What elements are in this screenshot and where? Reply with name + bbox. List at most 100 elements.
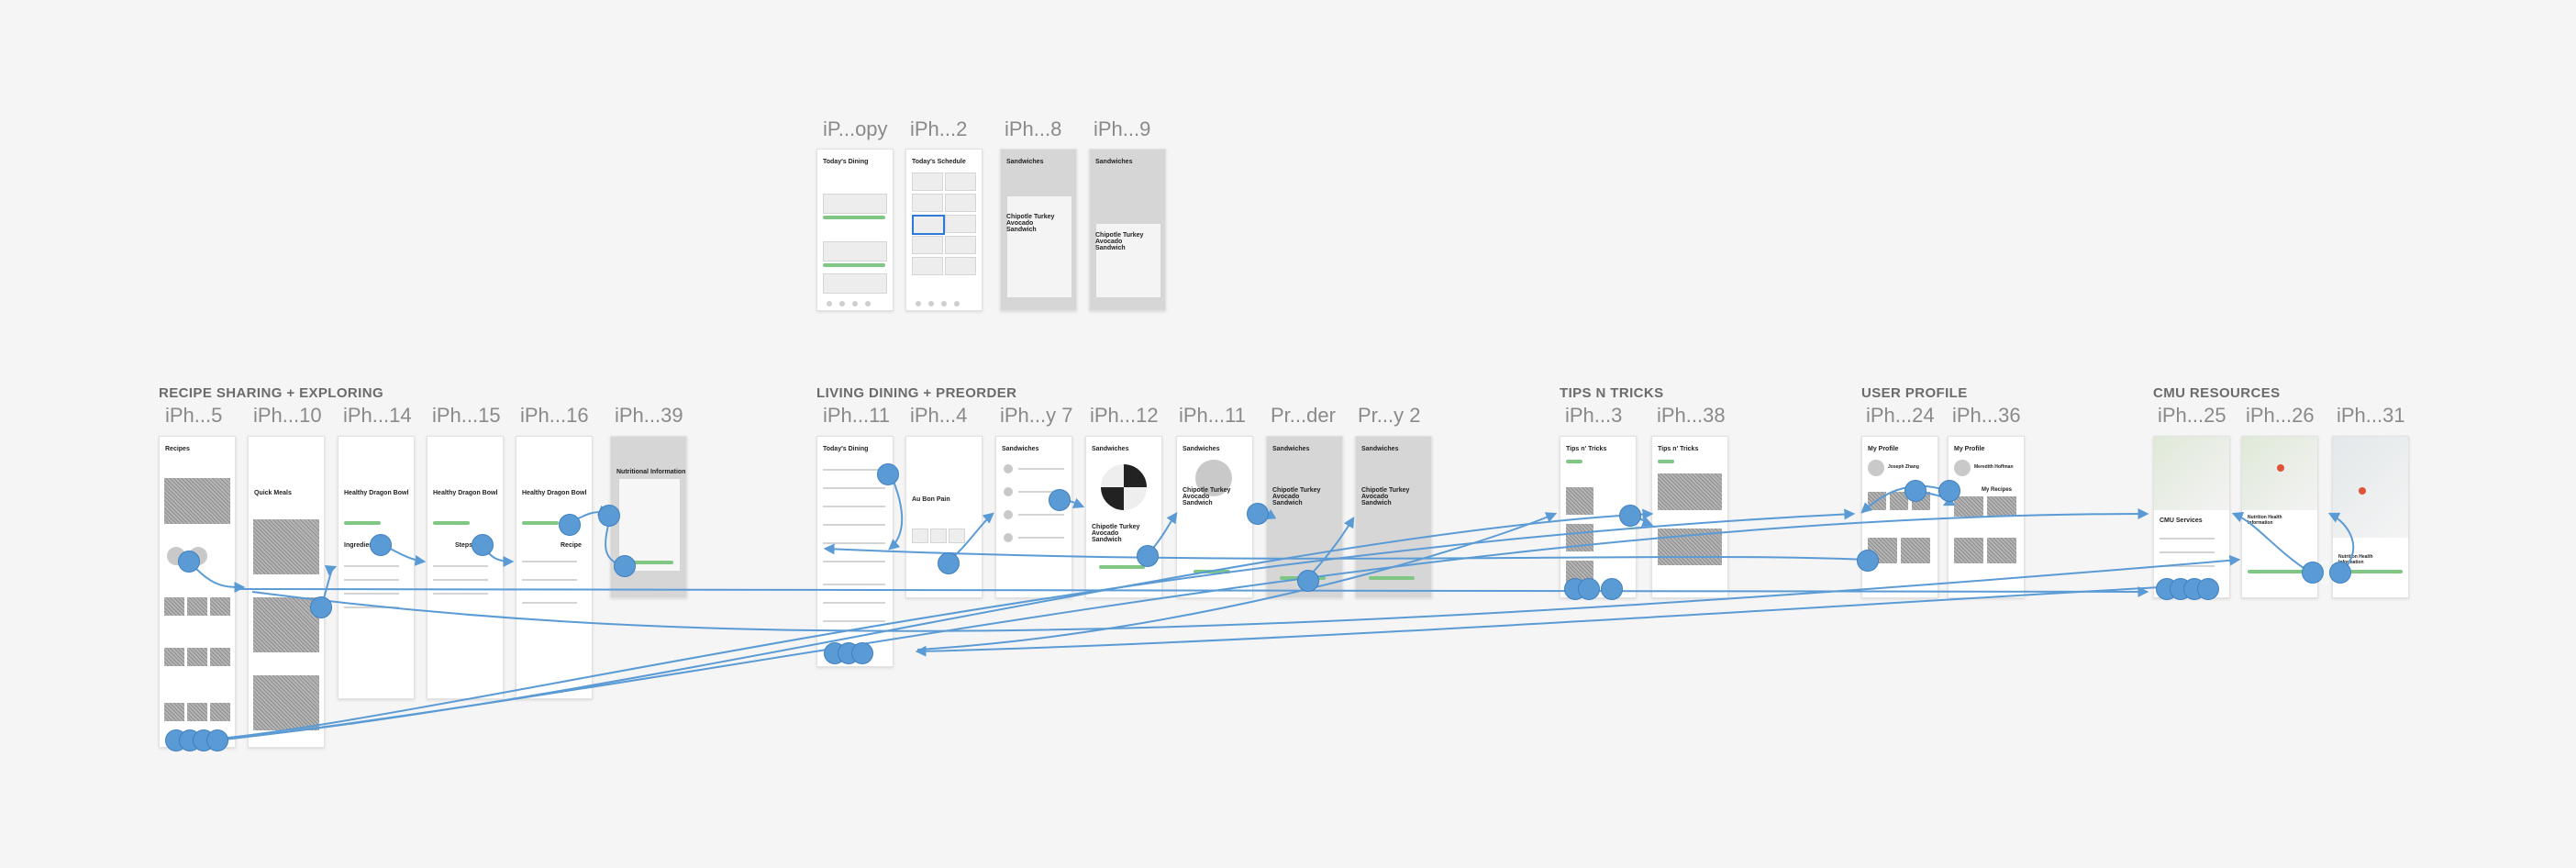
- phone-frame[interactable]: Sandwiches Chipotle Turkey Avocado Sandw…: [1355, 436, 1432, 598]
- tab-label[interactable]: Recipe: [561, 542, 582, 549]
- frame-label: Pr...der: [1271, 404, 1336, 427]
- map-view[interactable]: [2154, 437, 2229, 510]
- frame-label: iPh...8: [1005, 117, 1062, 140]
- item-title: Chipotle Turkey Avocado Sandwich: [1092, 524, 1140, 543]
- frame-label: iPh...5: [165, 404, 223, 427]
- screen-title: Tips n' Tricks: [1658, 446, 1699, 452]
- hotspot[interactable]: [1297, 570, 1319, 592]
- phone-frame[interactable]: Today's Schedule: [905, 149, 983, 311]
- hotspot[interactable]: [2197, 578, 2219, 600]
- hotspot[interactable]: [1619, 505, 1641, 527]
- item-title: Chipotle Turkey Avocado Sandwich: [1095, 232, 1144, 251]
- hotspot[interactable]: [1904, 480, 1926, 502]
- frame-label: Pr...y 2: [1358, 404, 1421, 427]
- hotspot[interactable]: [1049, 489, 1071, 511]
- item-title: Chipotle Turkey Avocado Sandwich: [1272, 487, 1321, 506]
- hotspot[interactable]: [310, 596, 332, 618]
- phone-frame[interactable]: Sandwiches Chipotle Turkey Avocado Sandw…: [1176, 436, 1253, 598]
- screen-title: CMU Services: [2160, 517, 2203, 524]
- hotspot[interactable]: [472, 534, 494, 556]
- screen-title: Sandwiches: [1272, 446, 1310, 452]
- hotspot[interactable]: [938, 552, 960, 574]
- screen-title: Sandwiches: [1183, 446, 1220, 452]
- screen-title: Today's Schedule: [912, 159, 966, 165]
- dish-image: [1101, 464, 1147, 510]
- phone-frame[interactable]: Quick Meals: [248, 436, 325, 748]
- screen-title: Sandwiches: [1092, 446, 1129, 452]
- phone-frame[interactable]: Recipes: [159, 436, 236, 748]
- phone-frame[interactable]: Healthy Dragon Bowl Steps: [427, 436, 504, 699]
- hotspot[interactable]: [2329, 562, 2351, 584]
- frame-label: iPh...9: [1094, 117, 1151, 140]
- frame-label: iPh...3: [1565, 404, 1623, 427]
- screen-title: Au Bon Pain: [912, 496, 950, 503]
- frame-label: iPh...26: [2246, 404, 2315, 427]
- phone-frame[interactable]: Sandwiches Chipotle Turkey Avocado Sandw…: [1000, 149, 1077, 311]
- section-label: TIPS N TRICKS: [1560, 385, 1664, 401]
- phone-frame[interactable]: Au Bon Pain: [905, 436, 983, 598]
- phone-frame[interactable]: My Profile Joseph Zhang: [1861, 436, 1938, 598]
- frame-label: iPh...11: [823, 404, 890, 427]
- map-view[interactable]: [2333, 437, 2408, 538]
- screen-title: My Profile: [1868, 446, 1899, 452]
- phone-frame[interactable]: Sandwiches Chipotle Turkey Avocado Sandw…: [1085, 436, 1162, 598]
- avatar: [1868, 460, 1884, 476]
- screen-title: Recipes: [165, 446, 190, 452]
- screen-title: Today's Dining: [823, 446, 869, 452]
- phone-frame[interactable]: Healthy Dragon Bowl Ingredients: [338, 436, 415, 699]
- frame-label: iPh...39: [615, 404, 683, 427]
- frame-label: iPh...25: [2158, 404, 2226, 427]
- screen-title: Today's Dining: [823, 159, 869, 165]
- phone-frame[interactable]: My Profile Meredith Hoffman My Recipes: [1948, 436, 2025, 598]
- section-label: CMU RESOURCES: [2153, 385, 2281, 401]
- frame-label: iPh...38: [1657, 404, 1726, 427]
- hotspot[interactable]: [178, 551, 200, 573]
- hotspot[interactable]: [1247, 503, 1269, 525]
- frame-label: iPh...24: [1866, 404, 1935, 427]
- hotspot[interactable]: [877, 463, 899, 485]
- hotspot[interactable]: [851, 642, 873, 664]
- hotspot[interactable]: [559, 514, 581, 536]
- item-title: Chipotle Turkey Avocado Sandwich: [1361, 487, 1410, 506]
- hotspot[interactable]: [598, 505, 620, 527]
- phone-frame[interactable]: CMU Services: [2153, 436, 2230, 598]
- frame-label: iPh...4: [910, 404, 968, 427]
- frame-label: iPh...12: [1090, 404, 1159, 427]
- hotspot[interactable]: [1137, 545, 1159, 567]
- screen-title: Nutritional Information: [616, 469, 686, 475]
- frame-label: iPh...2: [910, 117, 968, 140]
- item-title: Chipotle Turkey Avocado Sandwich: [1006, 214, 1055, 233]
- hotspot[interactable]: [1601, 578, 1623, 600]
- screen-title: Sandwiches: [1006, 159, 1044, 165]
- map-view[interactable]: [2242, 437, 2317, 510]
- phone-frame[interactable]: Sandwiches Chipotle Turkey Avocado Sandw…: [1089, 149, 1166, 311]
- frame-label: iPh...36: [1952, 404, 2021, 427]
- hotspot[interactable]: [1857, 550, 1879, 572]
- frame-label: iP...opy: [823, 117, 888, 140]
- frame-label: iPh...14: [343, 404, 412, 427]
- phone-frame[interactable]: Sandwiches: [995, 436, 1072, 598]
- phone-frame[interactable]: Tips n' Tricks: [1651, 436, 1728, 598]
- hotspot[interactable]: [1938, 480, 1960, 502]
- screen-title: Healthy Dragon Bowl: [522, 490, 587, 496]
- hotspot[interactable]: [370, 534, 392, 556]
- hotspot[interactable]: [614, 555, 636, 577]
- hotspot[interactable]: [206, 729, 228, 751]
- user-name: Joseph Zhang: [1888, 464, 1919, 470]
- screen-title: Sandwiches: [1002, 446, 1039, 452]
- frame-label: iPh...10: [253, 404, 322, 427]
- user-name: Meredith Hoffman: [1974, 464, 2014, 470]
- map-pin-icon[interactable]: [2277, 464, 2284, 472]
- tab-label[interactable]: Steps: [455, 542, 473, 549]
- screen-title: Healthy Dragon Bowl: [344, 490, 409, 496]
- phone-frame[interactable]: Today's Dining: [816, 149, 894, 311]
- hotspot[interactable]: [1578, 578, 1600, 600]
- section-label: LIVING DINING + PREORDER: [816, 385, 1017, 401]
- screen-title: Nutrition Health Information: [2248, 515, 2282, 526]
- section-heading: My Recipes: [1982, 487, 2013, 493]
- hotspot[interactable]: [2302, 562, 2324, 584]
- map-pin-icon[interactable]: [2359, 487, 2366, 495]
- phone-frame[interactable]: Healthy Dragon Bowl Recipe: [516, 436, 593, 699]
- section-label: USER PROFILE: [1861, 385, 1968, 401]
